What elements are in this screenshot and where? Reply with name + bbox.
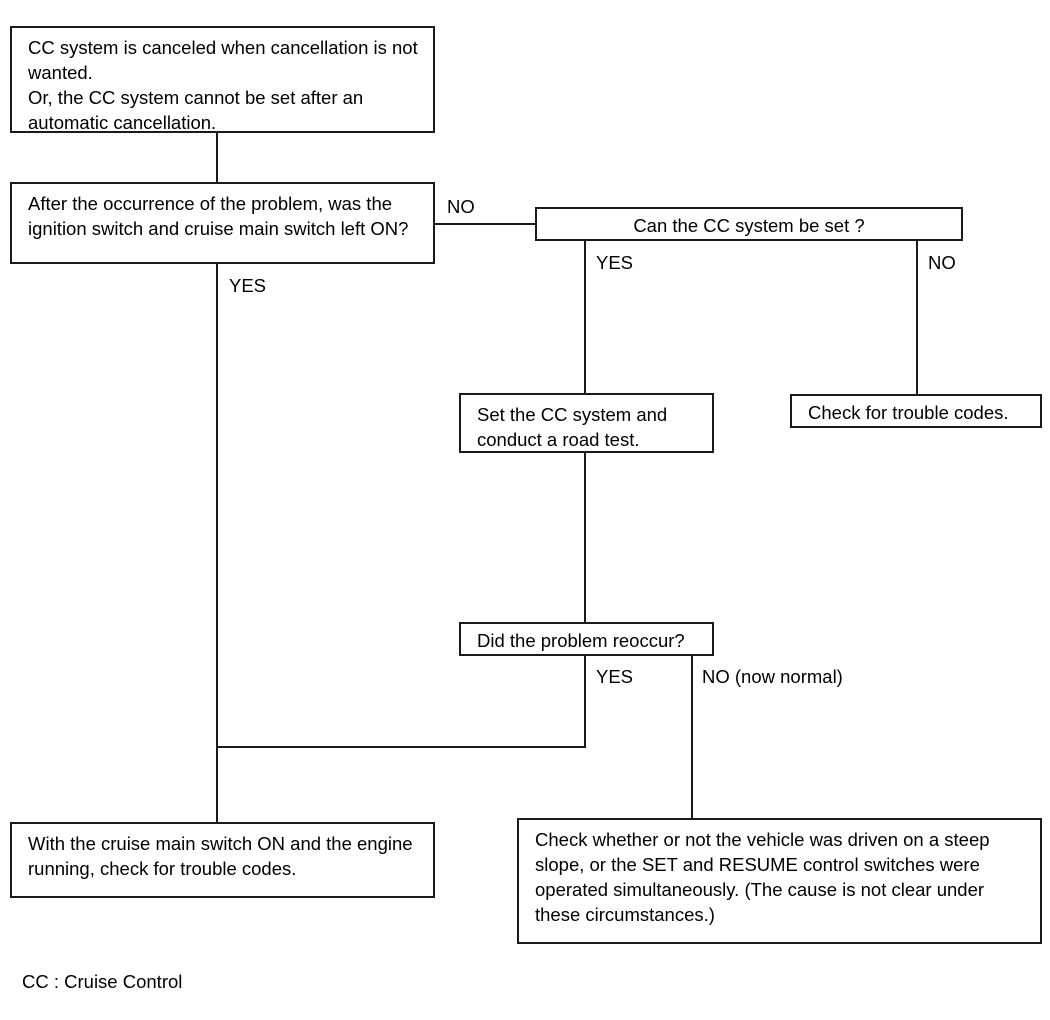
legend-caption: CC : Cruise Control xyxy=(22,971,183,992)
edge-reoccur-yes-to-trunk xyxy=(216,746,586,748)
edge-road-test-to-reoccur xyxy=(584,453,586,623)
edge-label-reoccur-no: NO (now normal) xyxy=(702,666,843,687)
edge-label-can-set-no: NO xyxy=(928,252,956,273)
edge-label-switch-yes: YES xyxy=(229,275,267,296)
node-switch-left-on: After the occurrence of the problem, was… xyxy=(10,182,435,264)
node-symptom: CC system is canceled when cancellation … xyxy=(10,26,435,133)
edge-label-can-set-yes: YES xyxy=(596,252,634,273)
node-did-problem-reoccur: Did the problem reoccur? xyxy=(459,622,714,656)
edge-label-reoccur-yes: YES xyxy=(596,666,634,687)
node-set-cc-and-road-test: Set the CC system and conduct a road tes… xyxy=(459,393,714,453)
node-steep-slope-check: Check whether or not the vehicle was dri… xyxy=(517,818,1042,944)
edge-can-set-yes-to-road-test xyxy=(584,241,586,394)
node-can-cc-system-be-set: Can the CC system be set ? xyxy=(535,207,963,241)
edge-switch-yes-down xyxy=(216,264,218,823)
node-check-for-trouble-codes: Check for trouble codes. xyxy=(790,394,1042,428)
edge-switch-no-to-can-set xyxy=(435,223,536,225)
node-cruise-on-check-trouble-codes: With the cruise main switch ON and the e… xyxy=(10,822,435,898)
edge-label-switch-no: NO xyxy=(447,196,475,217)
edge-symptom-to-switch xyxy=(216,133,218,183)
edge-reoccur-no-to-steep-slope xyxy=(691,656,693,819)
edge-reoccur-yes-down xyxy=(584,656,586,748)
edge-can-set-no-to-check-codes xyxy=(916,241,918,395)
